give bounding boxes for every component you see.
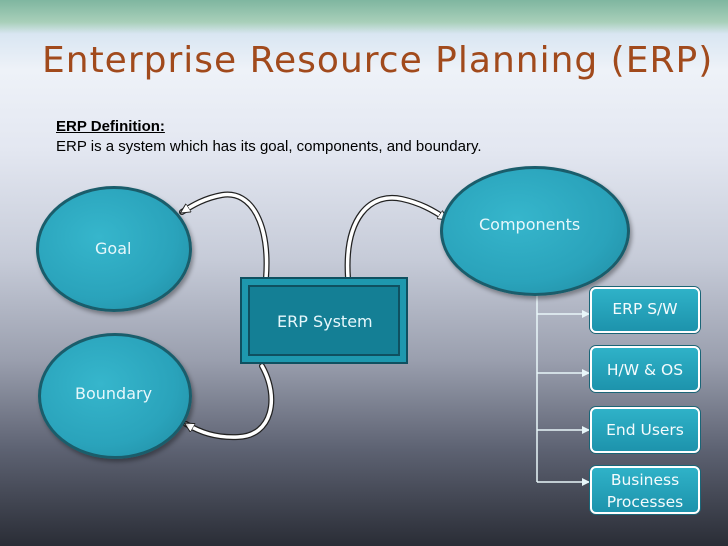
definition-text: ERP is a system which has its goal, comp… [56, 138, 482, 155]
arrow-to-boundary [183, 363, 275, 441]
components-tree-connector [536, 292, 590, 486]
definition-heading: ERP Definition: [56, 118, 165, 135]
component-business-processes: Business Processes [590, 466, 700, 514]
boundary-ellipse: Boundary [38, 333, 192, 459]
component-erp-sw: ERP S/W [590, 287, 700, 333]
definition-block: ERP Definition: ERP is a system which ha… [56, 117, 482, 157]
components-label: Components [479, 215, 581, 234]
component-end-users: End Users [590, 407, 700, 453]
boundary-label: Boundary [75, 384, 153, 403]
goal-ellipse: Goal [36, 186, 192, 312]
erp-system-label: ERP System [277, 312, 373, 331]
component-hw-os: H/W & OS [590, 346, 700, 392]
goal-label: Goal [95, 239, 132, 258]
erp-system-box: ERP System [240, 277, 408, 364]
components-ellipse: Components [440, 166, 630, 296]
slide-title: Enterprise Resource Planning (ERP) [42, 40, 714, 81]
